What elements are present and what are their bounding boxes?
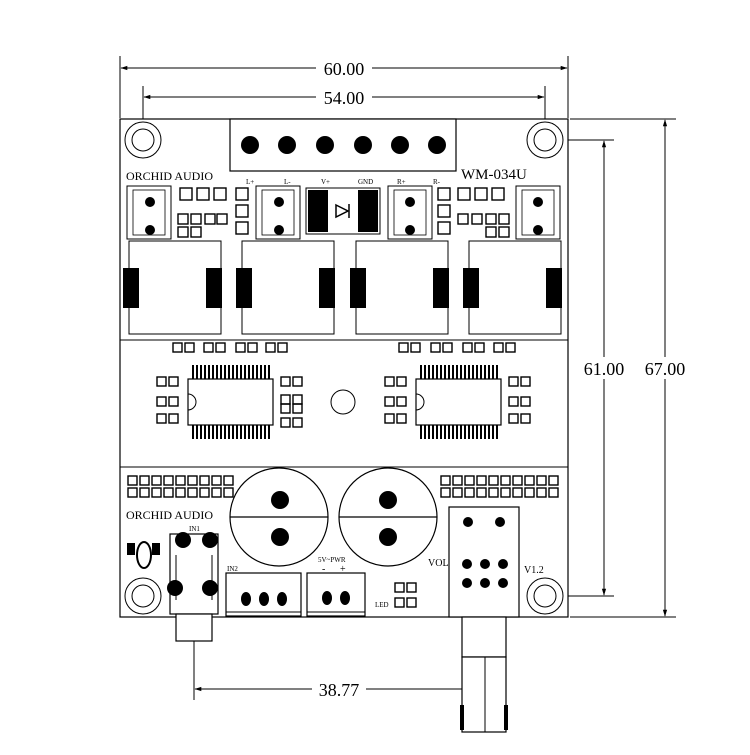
dimension-jack-to-pot: 38.77 — [193, 628, 483, 700]
term-gnd-label: GND — [358, 178, 373, 186]
power-connector — [306, 572, 366, 617]
terminal-labels: L+ L- V+ GND R+ R- — [246, 178, 441, 186]
pwr-plus-label: + — [340, 564, 346, 575]
term-r-minus-label: R- — [433, 178, 441, 186]
led-label: LED — [375, 601, 389, 609]
diode — [305, 187, 381, 235]
brand-label-bottom: ORCHID AUDIO — [126, 508, 213, 522]
smd-pads-middle — [156, 376, 531, 428]
led-component — [127, 541, 160, 569]
in2-connector — [225, 572, 302, 617]
pwr-minus-label: - — [322, 564, 325, 575]
output-inductors — [123, 240, 562, 335]
dim-jack-to-pot-label: 38.77 — [319, 680, 360, 700]
term-r-plus-label: R+ — [397, 178, 406, 186]
pin-header-left — [127, 475, 234, 498]
output-capacitors — [126, 185, 561, 240]
dimension-hole-spacing-x: 54.00 — [142, 86, 546, 130]
amplifier-ic-left — [187, 365, 274, 439]
dimension-overall-height: 67.00 — [570, 118, 694, 618]
pwr-label: 5V~PWR — [318, 556, 346, 564]
smd-pads-middle-top — [172, 342, 516, 353]
filter-capacitor-left — [229, 467, 329, 567]
speaker-terminal-block — [229, 118, 457, 172]
dim-overall-height-label: 67.00 — [645, 359, 686, 379]
mounting-hole-bottom-left — [124, 577, 162, 615]
dim-overall-width-label: 60.00 — [324, 59, 365, 79]
model-label: WM-034U — [461, 167, 527, 183]
in1-label: IN1 — [189, 525, 200, 533]
mounting-hole-top-right — [526, 121, 564, 159]
center-hole — [330, 389, 356, 415]
volume-potentiometer — [448, 506, 520, 733]
dim-hole-spacing-y-label: 61.00 — [584, 359, 625, 379]
vol-label: VOL — [428, 558, 449, 569]
dimension-hole-spacing-y: 61.00 — [560, 139, 630, 597]
amplifier-ic-right — [415, 365, 502, 439]
version-label: V1.2 — [524, 565, 544, 576]
mounting-hole-bottom-right — [526, 577, 564, 615]
brand-label-top: ORCHID AUDIO — [126, 169, 213, 183]
term-v-plus-label: V+ — [321, 178, 330, 186]
filter-capacitor-right — [338, 467, 438, 567]
mounting-hole-top-left — [124, 121, 162, 159]
pin-header-right — [440, 475, 559, 498]
in2-label: IN2 — [227, 565, 238, 573]
term-l-plus-label: L+ — [246, 178, 254, 186]
audio-input-jack — [167, 532, 219, 642]
led-pads — [394, 582, 417, 608]
smd-pads-top — [177, 187, 510, 238]
dimension-overall-width: 60.00 — [119, 56, 569, 118]
dim-hole-spacing-x-label: 54.00 — [324, 88, 365, 108]
term-l-minus-label: L- — [284, 178, 291, 186]
